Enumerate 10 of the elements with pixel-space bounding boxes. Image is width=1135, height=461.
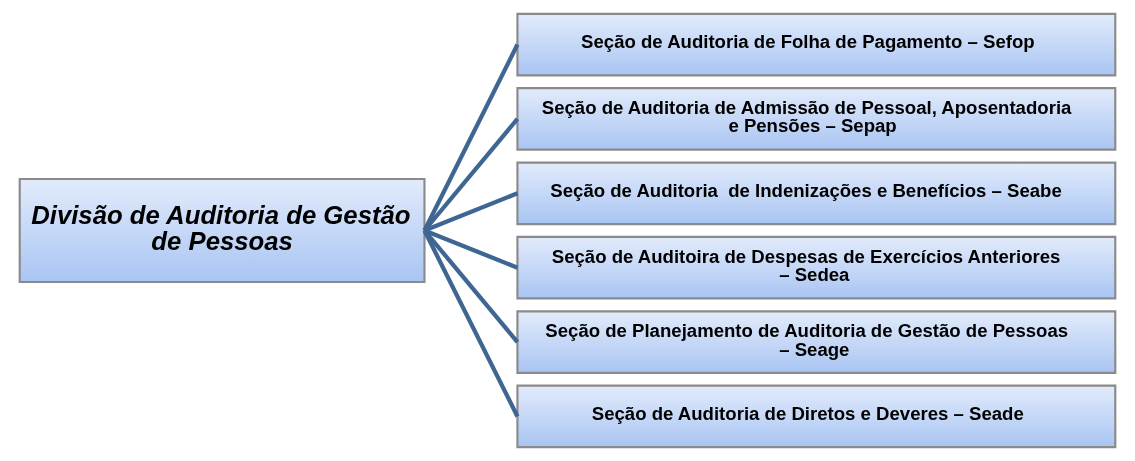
connector (422, 43, 520, 232)
node-box: Seção de Planejamento de Auditoria de Gestão de Pessoas – Seage (516, 310, 1117, 374)
node-box: Seção de Auditoria de Diretos e Deveres – Seade (516, 384, 1117, 449)
node-box: Seção de Auditoira de Despesas de Exercícios Anteriores – Sedea (516, 235, 1117, 300)
node-box: Seção de Auditoria de Folha de Pagamento – Sefop (516, 12, 1117, 77)
node-box: Divisão de Auditoria de Gestão de Pessoas (18, 177, 426, 284)
node-box: Seção de Auditoria de Indenizações e Benefícios – Seabe (516, 161, 1117, 226)
connector (422, 229, 520, 418)
node-box: Seção de Auditoria de Admissão de Pessoal, Aposentadoria e Pensões – Sepap (516, 87, 1117, 151)
connector (422, 117, 520, 232)
